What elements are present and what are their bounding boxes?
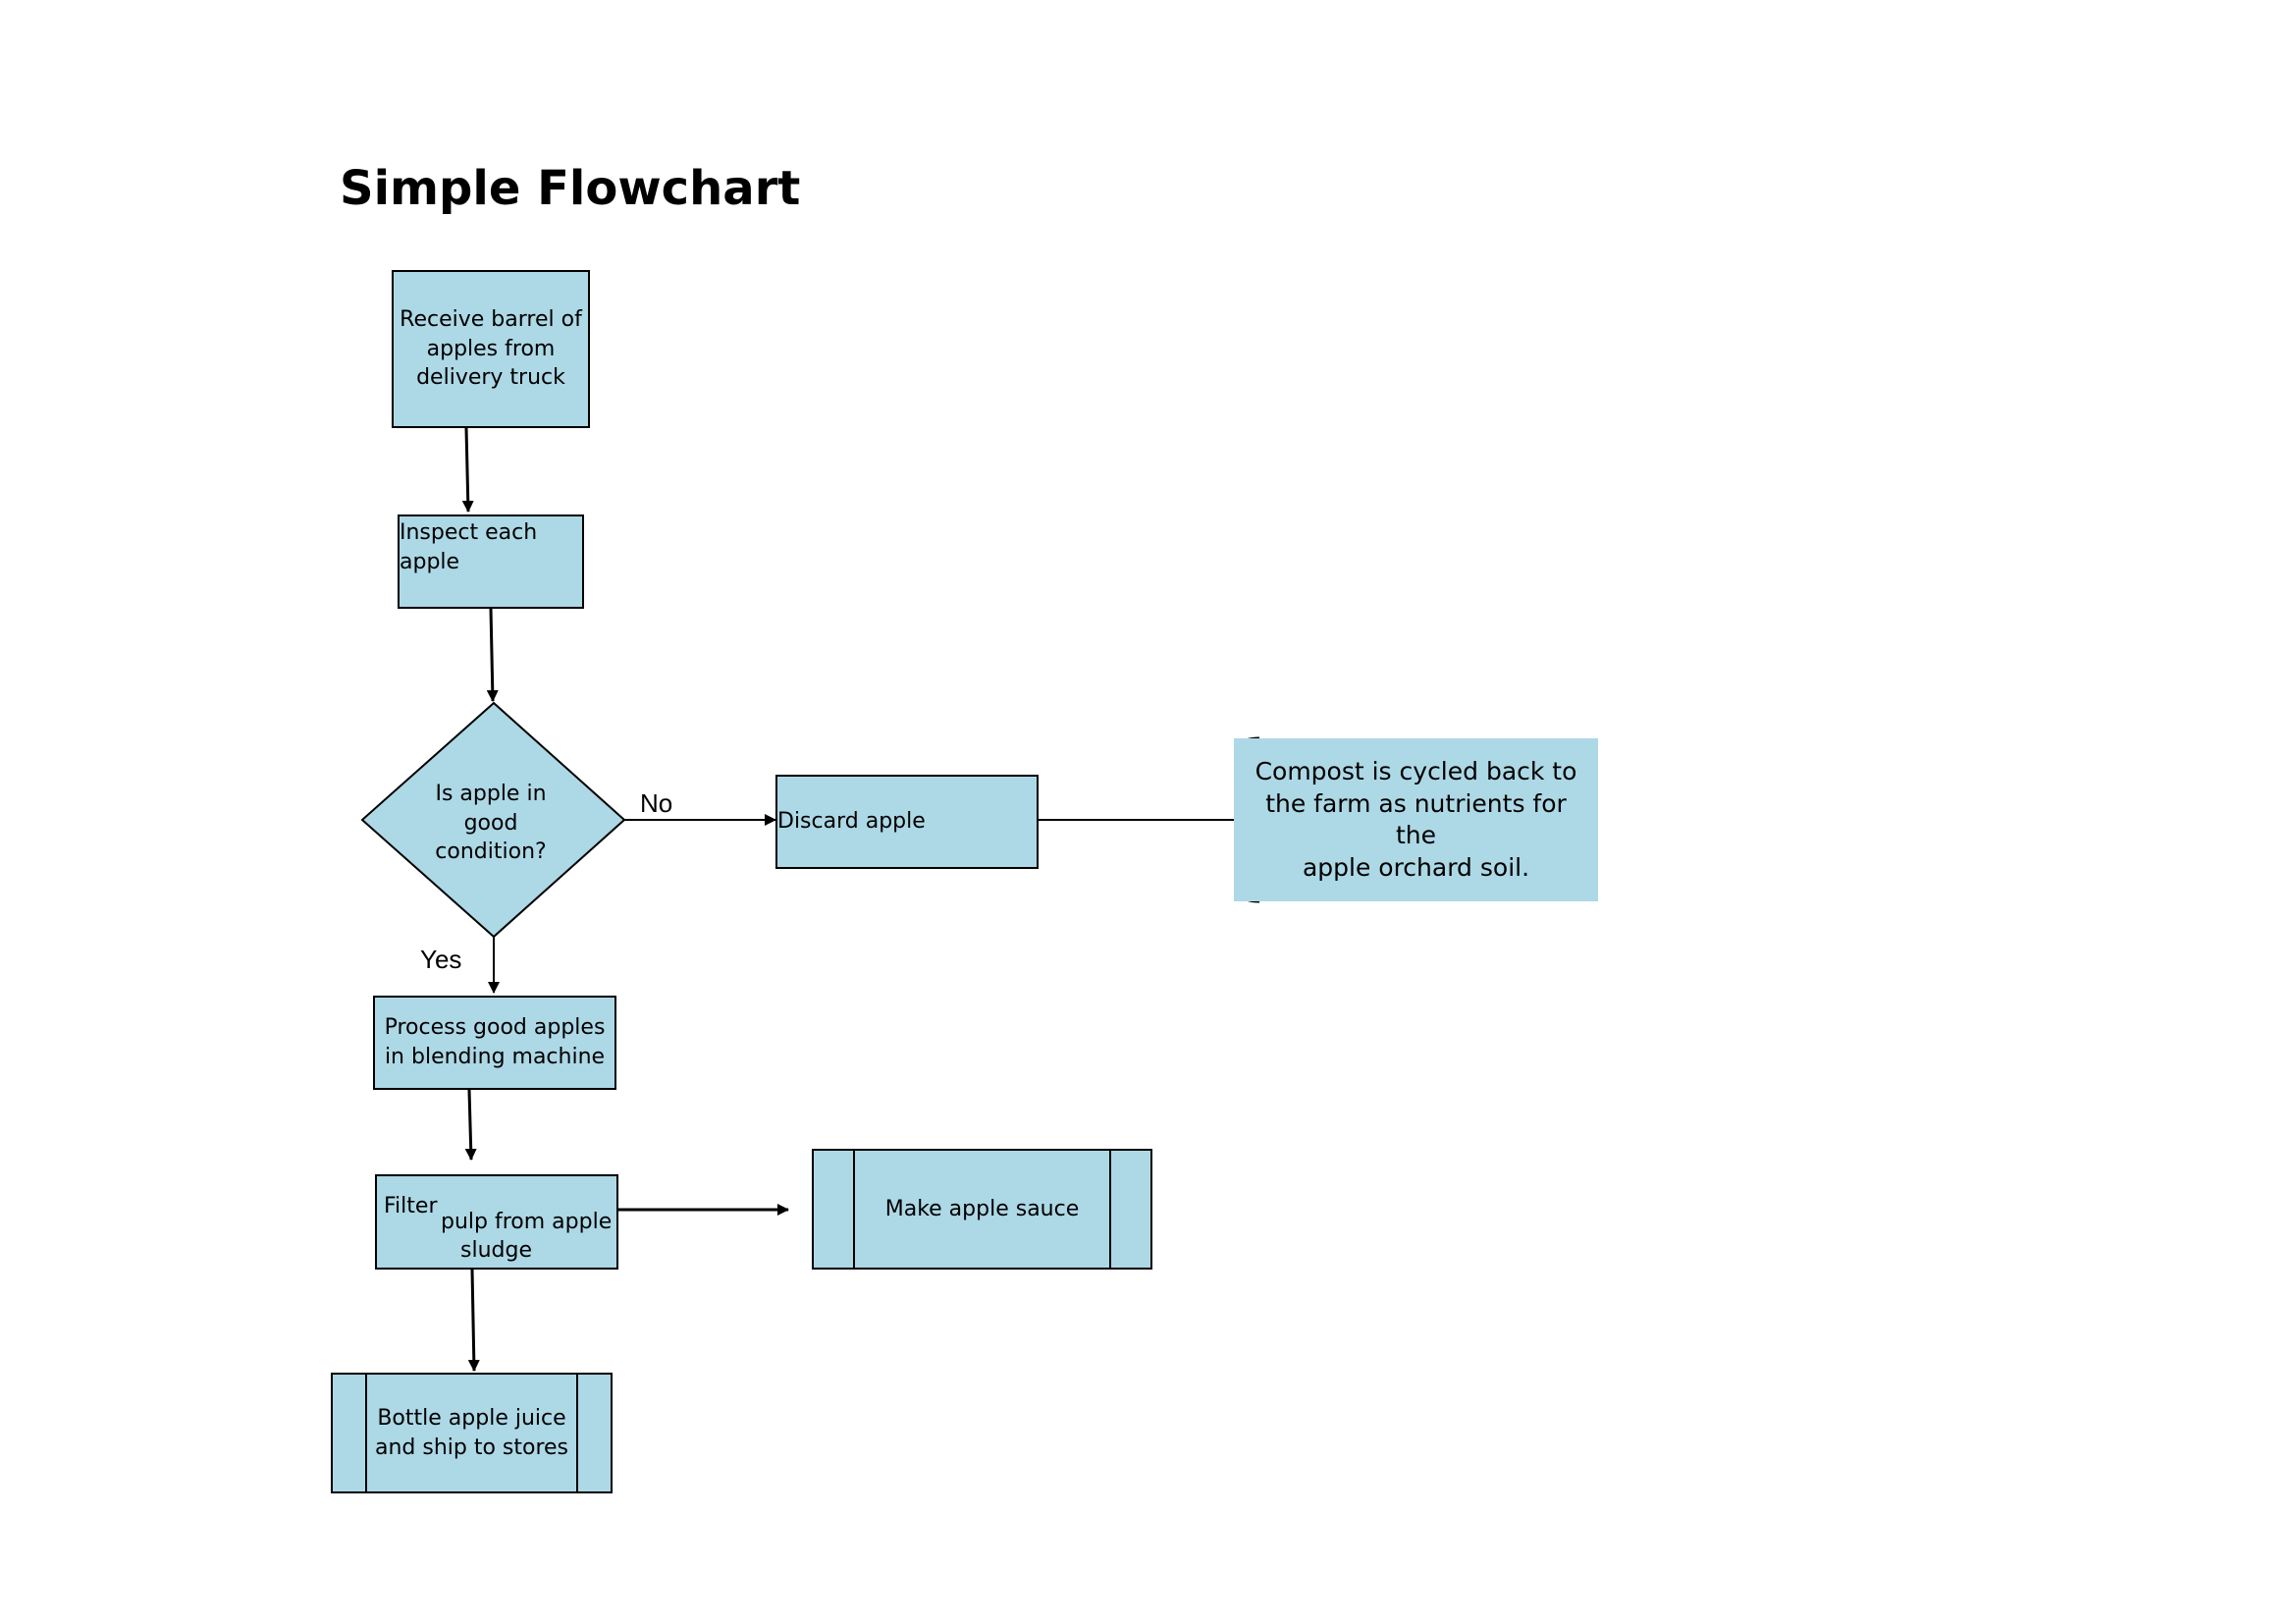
node-inspect-line: apple [400, 549, 460, 574]
node-receive-line: delivery truck [416, 365, 565, 391]
node-filter-label-b: pulp from apple [441, 1210, 613, 1234]
node-inspect-line: Inspect each [400, 520, 538, 545]
node-compost-line: Compost is cycled back to [1255, 757, 1577, 785]
node-decision-line: Is apple in [435, 782, 547, 806]
node-bottle-line: and ship to stores [374, 1435, 569, 1460]
node-compost-line: the farm as nutrients for the [1265, 788, 1567, 850]
node-bottle-line: Bottle apple juice [377, 1405, 566, 1431]
node-filter-label-c: sludge [460, 1238, 532, 1263]
node-decision-line: good [463, 810, 518, 836]
node-process-line: in blending machine [384, 1045, 606, 1069]
edge-label-no: No [640, 788, 673, 818]
node-sauce: Make apple sauce [812, 1149, 1152, 1270]
node-receive-line: apples from [426, 336, 556, 361]
node-compost-line: apple orchard soil. [1302, 852, 1530, 882]
node-inspect: Inspect each apple [398, 514, 584, 609]
node-discard-label: Discard apple [777, 809, 926, 835]
edge-label-yes: Yes [420, 945, 462, 974]
arrow-process-to-filter [464, 1089, 477, 1161]
arrow-receive-to-inspect [461, 427, 474, 513]
arrow-inspect-to-decision [486, 608, 499, 702]
node-receive-line: Receive barrel of [400, 306, 582, 332]
node-bottle: Bottle apple juice and ship to stores [331, 1373, 613, 1493]
node-filter [375, 1174, 618, 1270]
node-decision-label: Is apple in good condition? [393, 780, 589, 867]
node-process-line: Process good apples [384, 1015, 606, 1041]
page-title: Simple Flowchart [340, 161, 801, 216]
node-receive: Receive barrel of apples from delivery t… [392, 270, 590, 428]
node-filter-label-a: Filter [384, 1194, 438, 1218]
node-process: Process good apples in blending machine [373, 996, 616, 1090]
node-compost: Compost is cycled back to the farm as nu… [1234, 738, 1598, 901]
arrow-filter-to-bottle [467, 1269, 480, 1372]
node-decision-line: condition? [435, 839, 547, 865]
node-discard: Discard apple [775, 775, 1039, 869]
node-sauce-label: Make apple sauce [884, 1196, 1080, 1221]
